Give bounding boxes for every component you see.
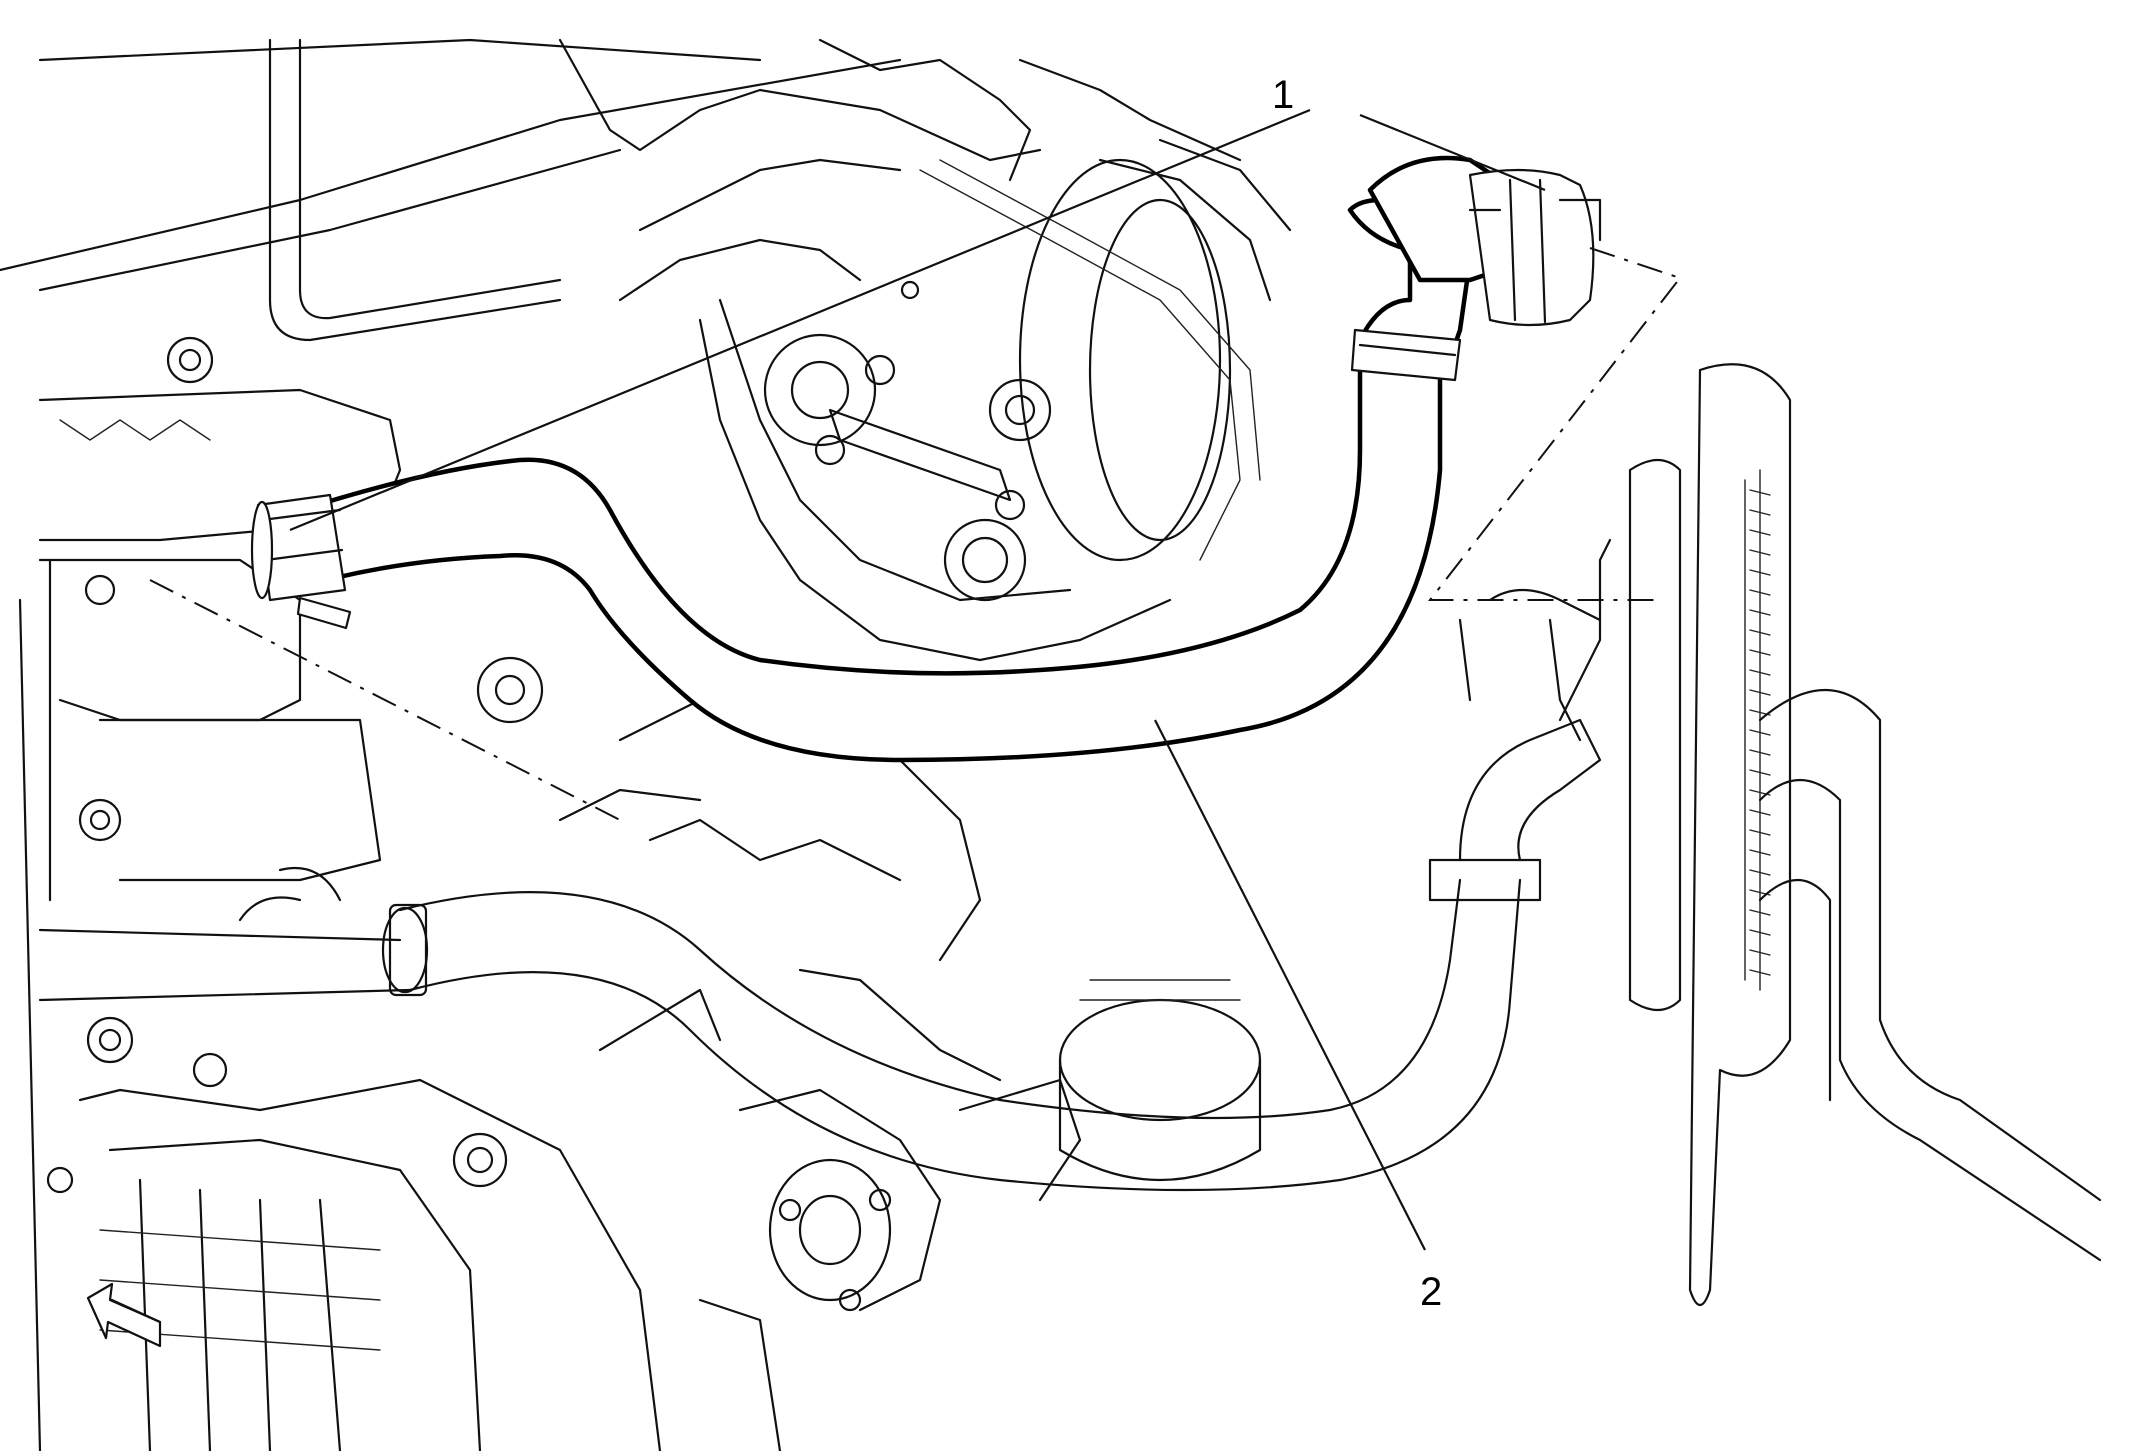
callout-2-label: 2 [1420, 1270, 1442, 1314]
alignment-lines [149, 247, 1682, 821]
highlighted-hose [267, 155, 1503, 763]
front-view-arrow-icon [86, 1282, 162, 1348]
right-hose-clamp [1350, 328, 1462, 382]
callout-1-label: 1 [1272, 73, 1294, 117]
hose-connector [1468, 168, 1602, 327]
callout-1: 1 [289, 73, 1546, 532]
callout-2: 2 [1154, 719, 1442, 1314]
left-hose-clamp [250, 493, 352, 630]
